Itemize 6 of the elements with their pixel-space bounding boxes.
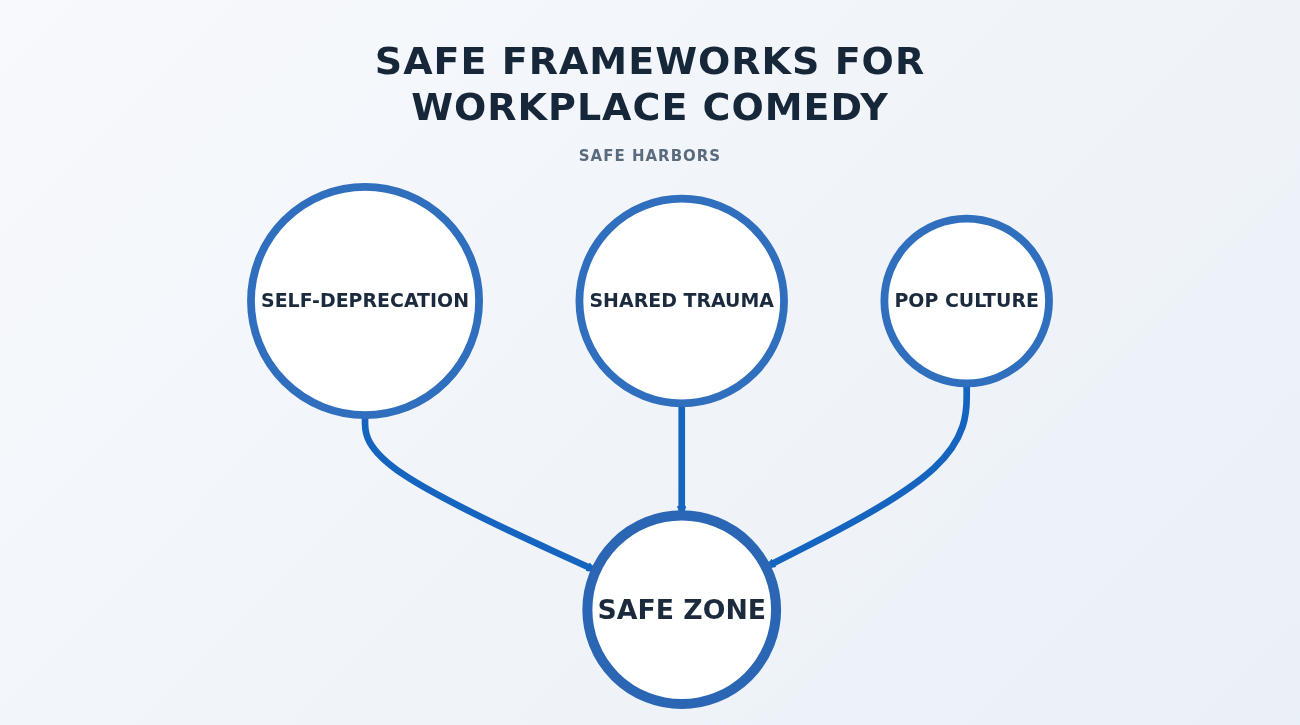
node-circle: POP CULTURE	[880, 214, 1053, 388]
node-circle: SHARED TRAUMA	[575, 194, 788, 408]
title: SAFE FRAMEWORKS FOR WORKPLACE COMEDY	[373, 38, 927, 130]
group-label: SAFE HARBORS	[578, 147, 722, 165]
node-circle: SAFE ZONE	[582, 510, 782, 710]
node-circle: SELF-DEPRECATION	[247, 183, 483, 419]
